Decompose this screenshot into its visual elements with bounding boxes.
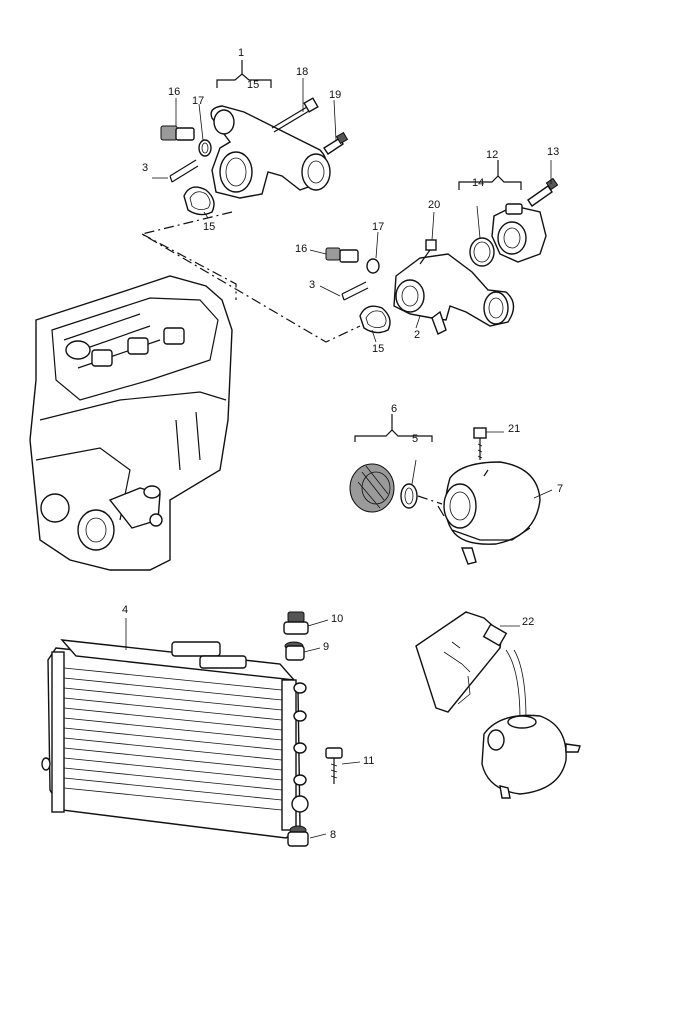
expansion-tank-assembly — [349, 414, 541, 565]
callout-labels: 1 15 16 17 18 19 3 15 12 13 14 20 17 16 … — [122, 47, 563, 841]
callout-15: 15 — [203, 221, 215, 233]
callout-5: 5 — [412, 433, 418, 445]
thermostat-housing-assembly-2 — [325, 160, 559, 335]
callout-2: 2 — [414, 329, 420, 341]
callout-7: 7 — [557, 483, 563, 495]
callout-14: 14 — [472, 177, 484, 189]
callout-20: 20 — [428, 199, 440, 211]
callout-22: 22 — [522, 616, 534, 628]
routing-line-upper — [140, 211, 361, 343]
leader-lines-middle — [309, 160, 552, 343]
routing-line-lower — [141, 233, 237, 300]
callout-9: 9 — [323, 641, 329, 653]
callout-16: 16 — [295, 243, 307, 255]
radiator-mounts — [283, 611, 343, 847]
callout-3: 3 — [309, 279, 315, 291]
callout-8: 8 — [330, 829, 336, 841]
leader-lines-tank — [411, 431, 553, 505]
callout-6: 6 — [391, 403, 397, 415]
callout-12: 12 — [486, 149, 498, 161]
callout-15: 15 — [372, 343, 384, 355]
leader-lines-top — [152, 78, 337, 219]
callout-1: 1 — [238, 47, 244, 59]
coolant-canister-icon — [415, 611, 581, 799]
callout-10: 10 — [331, 613, 343, 625]
callout-4: 4 — [122, 604, 128, 616]
callout-11: 11 — [363, 755, 374, 767]
callout-3: 3 — [142, 162, 148, 174]
callout-17: 17 — [372, 221, 384, 233]
callout-18: 18 — [296, 66, 308, 78]
callout-16: 16 — [168, 86, 180, 98]
callout-21: 21 — [508, 423, 520, 435]
radiator-icon — [41, 639, 309, 839]
callout-17: 17 — [192, 95, 204, 107]
callout-13: 13 — [547, 146, 559, 158]
engine-block-icon — [29, 275, 233, 571]
callout-15: 15 — [247, 79, 259, 91]
callout-19: 19 — [329, 89, 341, 101]
thermostat-housing-assembly-1 — [160, 60, 349, 216]
leader-lines-radiator — [125, 618, 361, 839]
